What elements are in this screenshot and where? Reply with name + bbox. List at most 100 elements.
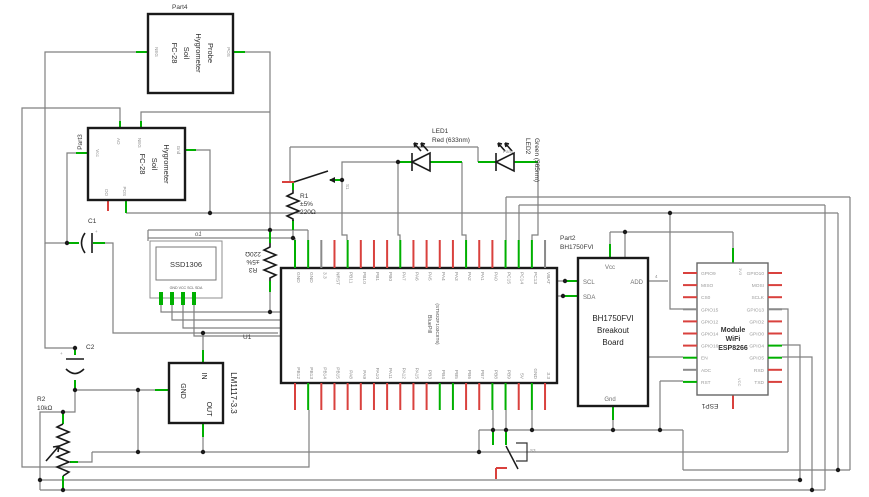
- part3-pin-vcc: Vcc: [95, 149, 100, 157]
- esp-right-pin-label-GPIO13: GPIO13: [747, 307, 765, 313]
- mcu-top-pin-label-GND: GND: [308, 272, 314, 283]
- bh1750-pin-add-number: 4: [655, 274, 658, 279]
- bh1750-pin-add: ADD: [630, 280, 643, 286]
- component-r2-pot[interactable]: R2 10kΩ: [37, 396, 72, 477]
- esp-right-pin-label-TXD: TXD: [754, 380, 764, 386]
- junction-dots: [37, 159, 841, 493]
- led1-emission-arrow-2: [420, 142, 429, 152]
- component-lm1117[interactable]: IN GND OUT LM1117-3.3: [167, 361, 238, 425]
- mcu-bottom-pin-label-PB12: PB12: [295, 367, 301, 379]
- component-fc28-probe[interactable]: Part4 FC-28 Soil Hygrometer Probe NEG PO…: [146, 4, 235, 95]
- bh1750-pin-scl: SCL: [583, 280, 595, 286]
- mcu-bottom-pin-label-PA8: PA8: [348, 370, 354, 379]
- c2-plus: +: [60, 351, 63, 356]
- mcu-top-pin-label-PB11: PB11: [348, 272, 354, 284]
- mcu-bottom-pin-label-PA15: PA15: [413, 368, 419, 380]
- component-led2[interactable]: Part1 LED2 Green (565nm): [494, 138, 540, 182]
- mcu-bottom-pin-label-GND: GND: [532, 368, 538, 379]
- mcu-top-pin-label-VBAT: VBAT: [545, 272, 551, 284]
- bh1750-pin-gnd: Gnd: [604, 397, 615, 403]
- esp-left-pin-label-MISO: MISO: [701, 283, 714, 289]
- mcu-bottom-pin-label-PB4: PB4: [440, 370, 446, 379]
- bh1750-title-2: Breakout: [597, 326, 630, 335]
- part3-name-1: FC-28: [138, 154, 147, 175]
- connected-segments: [62, 51, 734, 490]
- r3-value: 220Ω: [245, 250, 261, 257]
- c1-plus: +: [95, 229, 98, 234]
- led1-ref: LED1: [432, 128, 449, 135]
- esp-left-pin-label-ADC: ADC: [701, 368, 712, 374]
- esp-right-pin-label-RXD: RXD: [754, 368, 765, 374]
- part3-pin-gnd: Gnd: [176, 146, 181, 155]
- mcu-bottom-pin-label-PA12: PA12: [400, 368, 406, 380]
- component-r3[interactable]: R3 ±5% 220Ω: [245, 243, 279, 281]
- mcu-bottom-pin-label-PB3: PB3: [427, 370, 433, 379]
- mcu-top-pin-label-PA2: PA2: [466, 272, 472, 281]
- mcu-top-pin-label-PB10: PB10: [361, 272, 367, 284]
- bh1750-pin-sda: SDA: [583, 295, 595, 301]
- r3-tolerance: ±5%: [246, 258, 259, 265]
- bh1750-title-3: Board: [602, 338, 623, 347]
- component-esp8266[interactable]: Module WiFi ESP8266 3V3 VCC ESP1 GPIO9MI…: [683, 262, 782, 409]
- mcu-bottom-pin-label-5V: 5V: [519, 373, 525, 380]
- mcu-bottom-pin-label-3.3: 3.3: [545, 372, 551, 379]
- s1-lever: [293, 170, 329, 183]
- part4-ref: Part4: [172, 4, 188, 11]
- led2-ref: LED2: [524, 138, 531, 155]
- mcu-variant: (STM32F103C8T6): [434, 303, 440, 345]
- s1-arrow: [329, 177, 335, 183]
- esp-left-pin-label-GPIO14: GPIO14: [701, 332, 719, 338]
- mcu-bottom-pin-label-PB6: PB6: [466, 370, 472, 379]
- mcu-bottom-pin-label-PA11: PA11: [387, 368, 393, 379]
- ssd1306-pin-row: GND VCC SCL SDA: [170, 286, 203, 290]
- component-fc28-hygrometer[interactable]: Part3 FC-28 Soil Hygrometer AO NEG Vcc D…: [77, 126, 187, 202]
- mcu-bottom-pin-label-PB9: PB9: [506, 370, 512, 379]
- esp-right-pin-label-GPIO10: GPIO10: [747, 271, 765, 277]
- mcu-bottom-pin-label-PB13: PB13: [308, 367, 314, 379]
- led2-emission-arrow-2: [504, 142, 513, 152]
- component-c1[interactable]: + C1: [80, 218, 99, 254]
- led1-emission-arrow-1: [413, 142, 422, 152]
- bh1750-title-1: BH1750FVI: [592, 314, 633, 323]
- mcu-top-pin-label-PA6: PA6: [413, 272, 419, 281]
- mcu-bottom-pin-label-PA9: PA9: [361, 370, 367, 379]
- component-c2[interactable]: + C2: [60, 344, 95, 375]
- esp-right-pin-label-GPIO4: GPIO4: [749, 344, 764, 350]
- mcu-ref: U1: [243, 334, 252, 341]
- c1-ref: C1: [88, 218, 97, 225]
- mcu-bottom-pin-label-PB15: PB15: [334, 367, 340, 379]
- r2-value: 10kΩ: [37, 405, 52, 412]
- component-s3[interactable]: S3: [505, 442, 536, 470]
- component-s1[interactable]: S1: [293, 170, 350, 190]
- mcu-bottom-pin-label-PB7: PB7: [479, 370, 485, 379]
- mcu-name: BluePill: [426, 315, 432, 333]
- mcu-bottom-pin-label-PB14: PB14: [321, 367, 327, 379]
- esp-title-3: ESP8266: [718, 345, 748, 352]
- ssd1306-name: SSD1306: [170, 260, 202, 269]
- r2-wiper-arrow: [45, 445, 60, 462]
- part3-pin-ao: AO: [116, 138, 121, 145]
- part3-pin-do: DO: [104, 189, 109, 196]
- ssd1306-pin-vcc: [170, 292, 174, 305]
- bh1750-ref: Part2: [560, 235, 576, 242]
- mcu-top-pin-label-PA3: PA3: [453, 272, 459, 281]
- lm-name: LM1117-3.3: [229, 372, 238, 414]
- esp-right-pin-label-SCLK: SCLK: [751, 295, 764, 301]
- mcu-top-pin-label-PC14: PC14: [519, 272, 525, 284]
- component-led1[interactable]: LED1 Red (633nm): [410, 128, 470, 173]
- component-bh1750[interactable]: Part2 BH1750FVI Vcc SCL SDA ADD 4 Gnd BH…: [560, 235, 658, 408]
- r1-tolerance: ±5%: [300, 201, 313, 208]
- component-r1[interactable]: R1 ±5% 220Ω: [284, 190, 316, 221]
- bh1750-chip: BH1750FVI: [560, 244, 594, 251]
- esp-pin-top-label: 3V3: [738, 268, 743, 276]
- component-ssd1306[interactable]: SSD1306 GND VCC SCL SDA o1: [149, 232, 223, 305]
- esp-ref: ESP1: [701, 402, 718, 409]
- led1-spec: Red (633nm): [432, 137, 470, 144]
- r3-ref: R3: [248, 266, 257, 273]
- esp-right-pin-label-MOSI: MOSI: [752, 283, 764, 289]
- esp-right-pin-label-GPIO2: GPIO2: [749, 319, 764, 325]
- unconnected-stubs: [107, 181, 734, 479]
- part3-name-2: Soil: [150, 158, 159, 171]
